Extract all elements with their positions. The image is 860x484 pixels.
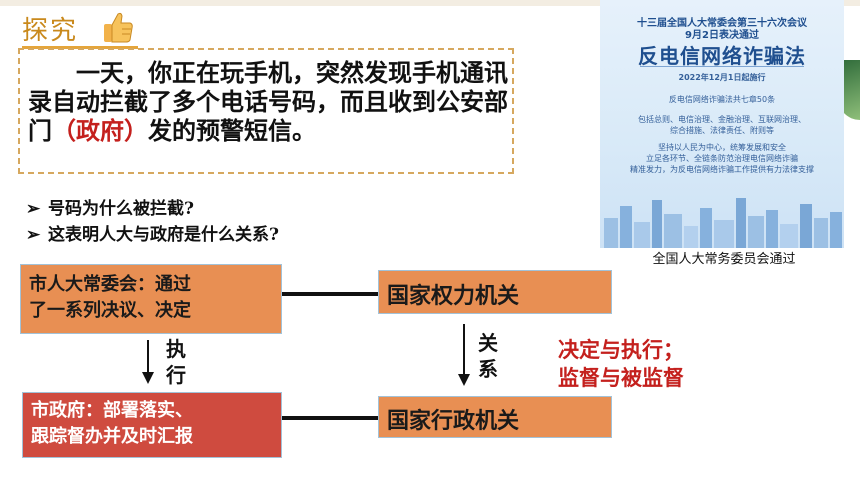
relation-char2: 系 [478,357,498,381]
question-2: ➢ 这表明人大与政府是什么关系? [26,220,279,245]
municipal-government-box: 市政府：部署落实、 跟踪督办并及时汇报 [22,392,282,458]
gov-box-line1: 市政府：部署落实、 [31,400,193,421]
poster-date: 2022年12月1日起施行 [678,73,766,82]
city-skyline-illustration [604,198,842,248]
power-box-label: 国家权力机关 [387,283,520,309]
story-part2: 发的预警短信。 [148,116,316,145]
law-poster: 十三届全国人大常委会第三十六次会议 9月2日表决通过 反电信网络诈骗法 2022… [600,0,844,248]
poster-caption: 全国人大常务委员会通过 [652,252,796,267]
npc-standing-committee-box: 市人大常委会：通过 了一系列决议、决定 [20,264,282,334]
bullet-arrow-icon: ➢ [26,199,41,219]
section-tag: 探究 [22,16,79,46]
connector-line-top [282,292,378,296]
state-administrative-organ-box: 国家行政机关 [378,396,612,438]
thumbs-up-icon [104,12,133,43]
gov-box-line2: 跟踪督办并及时汇报 [31,426,193,447]
npc-box-line1: 市人大常委会：通过 [29,274,191,295]
poster-slogan1: 坚持以人民为中心，统筹发展和安全 [658,143,786,152]
story-highlight: （政府） [52,116,148,145]
execute-label: 执 行 [166,336,190,388]
title-underline [22,46,138,49]
story-text: 一天，你正在玩手机，突然发现手机通讯录自动拦截了多个电话号码，而且收到公安部门（… [28,58,508,145]
poster-chapters1: 包括总则、电信治理、金融治理、互联网治理、 [638,115,806,124]
state-power-organ-box: 国家权力机关 [378,270,612,314]
question-1: ➢ 号码为什么被拦截? [26,194,194,219]
relation-text-line2: 监督与被监督 [558,365,684,390]
bullet-arrow-icon: ➢ [26,225,41,245]
poster-summary: 反电信网络诈骗法共七章50条 [668,95,776,104]
story-part1: 一天，你正在玩手机，突然发现手机通讯录自动拦截了多个电话号码，而且收到公安部门 [28,58,508,145]
poster-slogan2: 立足各环节、全链条防范治理电信网络诈骗 [646,154,798,163]
connector-line-bottom [282,416,378,420]
top-decor-band [0,0,860,6]
admin-box-label: 国家行政机关 [387,408,520,434]
relation-char1: 关 [478,331,498,355]
question-text: 号码为什么被拦截? [48,199,194,219]
relation-label: 关 系 [478,330,502,382]
poster-line1: 十三届全国人大常委会第三十六次会议 [637,18,807,29]
down-arrow-icon [458,324,470,386]
execute-char2: 行 [166,363,186,387]
relation-text-line1: 决定与执行； [558,337,684,362]
question-text: 这表明人大与政府是什么关系? [48,225,279,245]
down-arrow-icon [142,340,154,384]
poster-divider [640,66,804,67]
poster-chapters2: 综合措施、法律责任、附则等 [670,126,774,135]
npc-box-line2: 了一系列决议、决定 [29,300,191,321]
poster-slogan3: 精准发力，为反电信网络诈骗工作提供有力法律支撑 [630,165,814,174]
poster-line2: 9月2日表决通过 [685,30,759,41]
poster-title: 反电信网络诈骗法 [638,44,806,68]
story-box: 一天，你正在玩手机，突然发现手机通讯录自动拦截了多个电话号码，而且收到公安部门（… [18,48,514,174]
execute-char1: 执 [166,337,186,361]
